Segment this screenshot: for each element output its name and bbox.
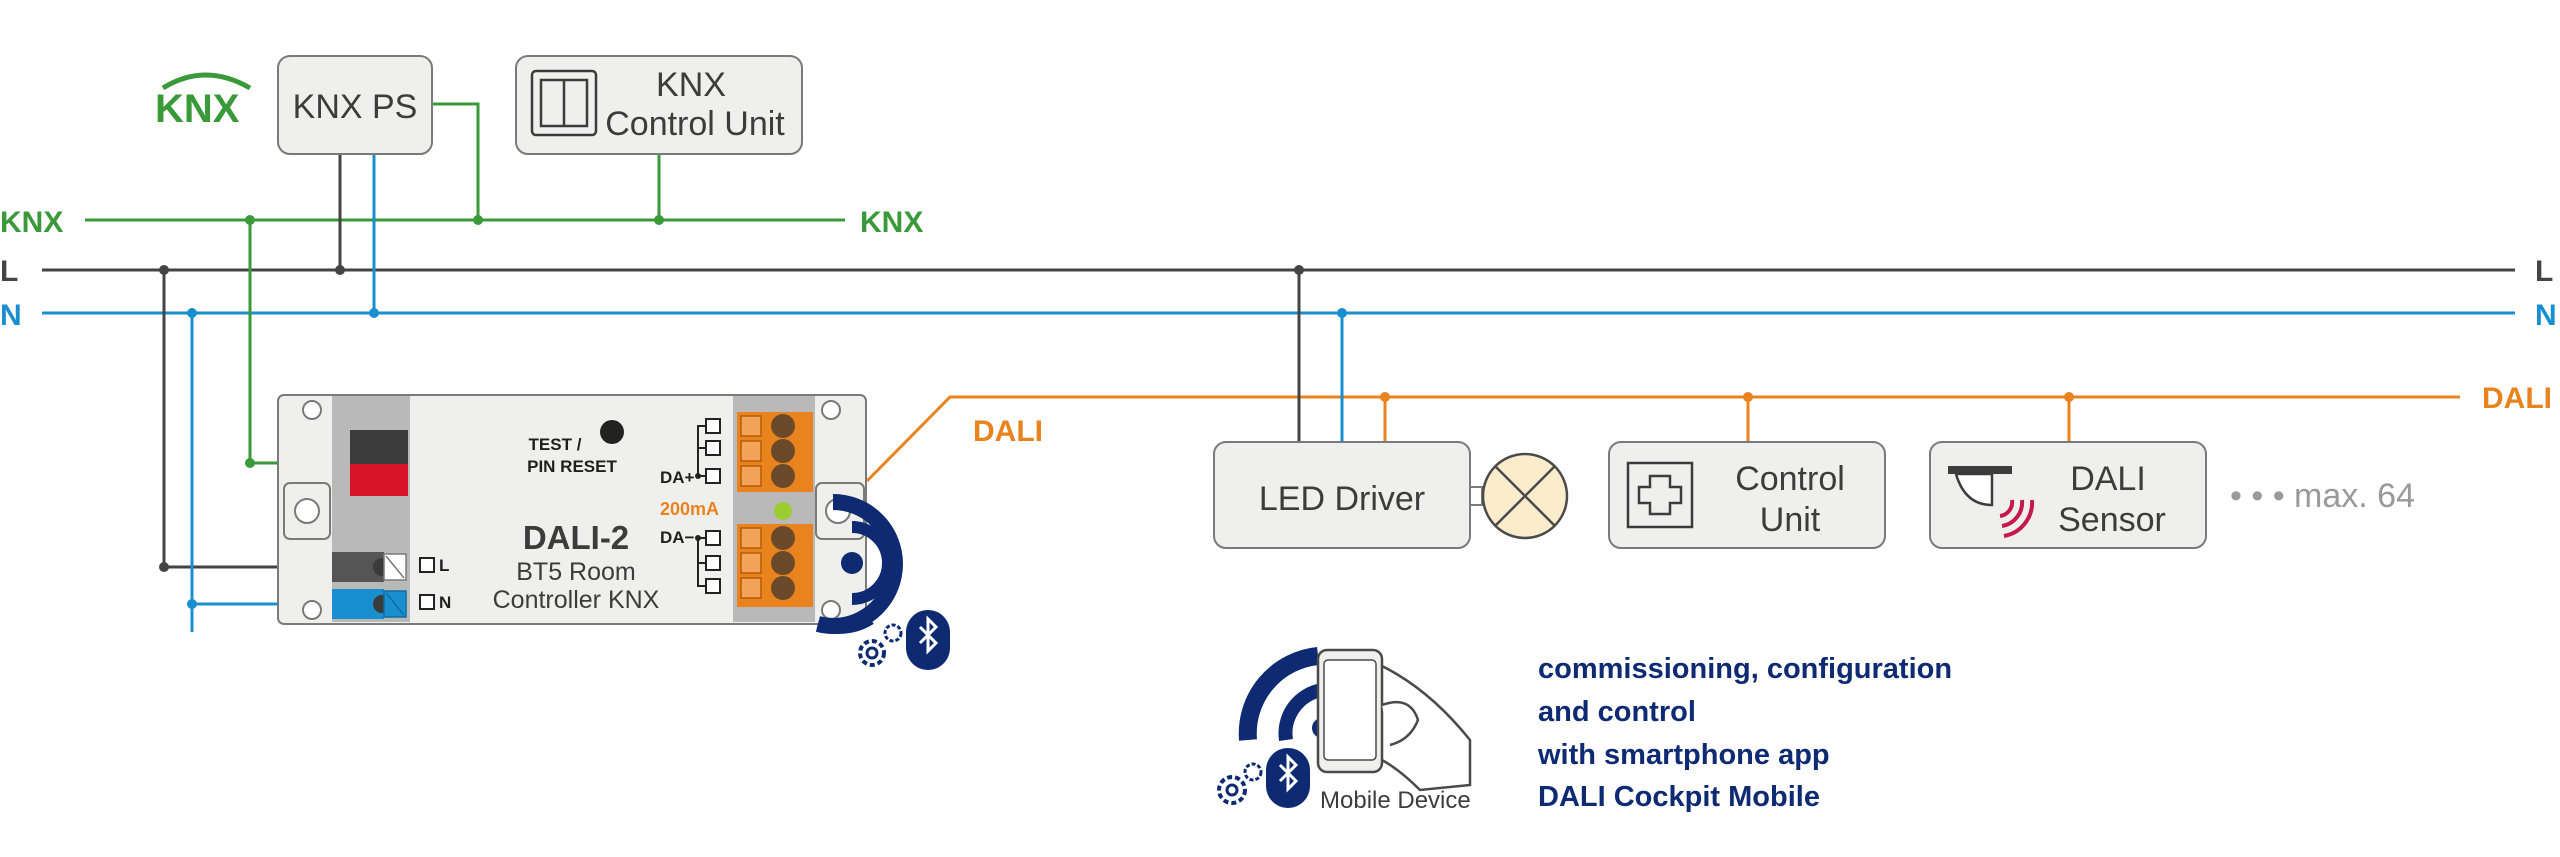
da-minus-bracket: DA− (660, 528, 721, 594)
gear-icon (1217, 762, 1263, 805)
switch-icon (530, 69, 598, 137)
field-device-wires (1294, 265, 2074, 442)
lamp-icon (1481, 452, 1569, 540)
dali-bus-label-right: DALI (2482, 382, 2552, 415)
knx-ps-label: KNX PS (293, 88, 418, 126)
module-title: DALI-2 (523, 519, 629, 556)
module-subtitle-line2: Controller KNX (493, 586, 660, 614)
da-minus-label: DA− (660, 528, 695, 547)
dali-bus (865, 395, 2460, 483)
l-terminal: L (332, 552, 449, 582)
n-terminal: N (332, 589, 451, 619)
knx-ps-box: KNX PS (277, 55, 433, 155)
n-bus-label-left: N (0, 299, 22, 332)
knx-bus-label-right: KNX (860, 206, 923, 239)
caption-line4: DALI Cockpit Mobile (1538, 781, 1820, 813)
led-driver-box: LED Driver (1213, 441, 1471, 549)
mobile-device-graphic: Mobile Device (1217, 647, 1472, 814)
module-subtitle-line1: BT5 Room (516, 558, 635, 586)
status-led (774, 502, 792, 520)
knx-ps-wires (335, 102, 664, 318)
caption-line1: commissioning, configuration (1538, 653, 1952, 685)
terminal-n-label: N (439, 593, 451, 612)
dali-control-unit-box: Control Unit (1608, 441, 1886, 549)
knx-logo-text: KNX (155, 87, 240, 131)
knx-control-unit-label-line1: KNX (656, 66, 726, 104)
dali-terminal-top (737, 412, 813, 492)
test-label-line2: PIN RESET (527, 457, 617, 476)
l-bus-label-left: L (0, 255, 18, 288)
smartphone-hand-icon (1316, 648, 1472, 792)
sensor-icon (1948, 466, 2035, 538)
da-plus-bracket: DA+ (660, 418, 721, 487)
bluetooth-icon (1266, 748, 1310, 808)
mobile-device-label: Mobile Device (1320, 787, 1471, 814)
l-bus-label-right: L (2535, 255, 2553, 288)
n-bus-label-right: N (2535, 299, 2557, 332)
knx-bus-label-left: KNX (0, 206, 63, 239)
dali-bus-label-mid: DALI (973, 415, 1043, 448)
dali-sensor-box: DALI Sensor (1929, 441, 2207, 549)
control-unit-icon (1626, 461, 1694, 529)
max-devices-label: • • • max. 64 (2230, 477, 2415, 515)
module-wireless-badge (815, 494, 950, 670)
gear-icon (858, 623, 903, 667)
knx-logo: KNX (155, 72, 252, 131)
dali-module: L N TEST / PIN RESET DALI-2 BT5 Room Con… (277, 394, 867, 625)
dali-sensor-label-line1: DALI (2070, 460, 2146, 498)
led-driver-label: LED Driver (1259, 480, 1425, 518)
dali-terminal-bottom (737, 524, 813, 607)
control-unit-label-line2: Unit (1760, 501, 1821, 539)
knx-control-unit-box: KNX Control Unit (515, 55, 803, 155)
current-label: 200mA (660, 499, 719, 519)
app-caption: commissioning, configuration and control… (1537, 653, 1952, 813)
dali-sensor-label-line2: Sensor (2058, 501, 2166, 539)
control-unit-label-line1: Control (1735, 460, 1845, 498)
bluetooth-icon (906, 610, 950, 670)
caption-line3: with smartphone app (1537, 739, 1830, 771)
caption-line2: and control (1538, 696, 1696, 728)
test-label-line1: TEST / (529, 435, 582, 454)
da-plus-label: DA+ (660, 468, 695, 487)
knx-terminal (350, 430, 408, 496)
terminal-l-label: L (439, 556, 449, 575)
test-pin-reset-button (600, 420, 624, 444)
knx-control-unit-label-line2: Control Unit (605, 105, 785, 143)
